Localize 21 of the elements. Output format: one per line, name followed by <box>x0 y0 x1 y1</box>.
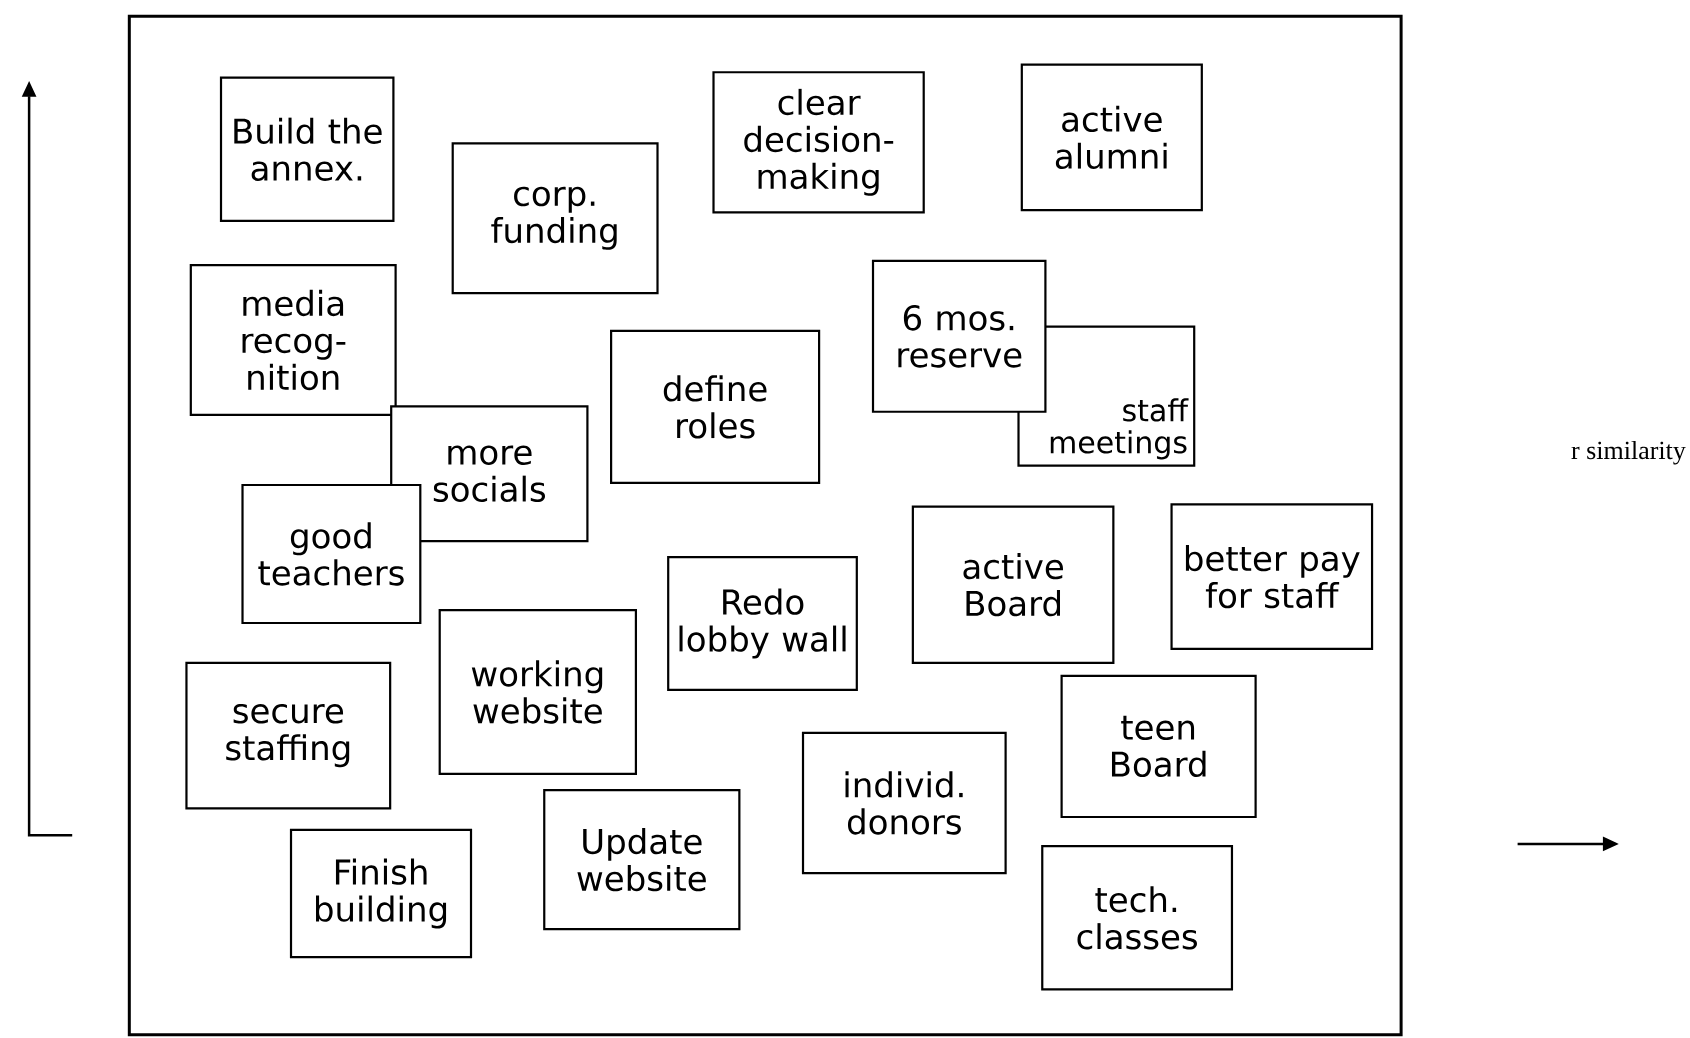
sticky-note: secure staffing <box>185 661 392 810</box>
axis-label: r similarity <box>1571 440 1686 465</box>
sticky-note: corp. funding <box>451 142 659 295</box>
sticky-note: Build the annex. <box>219 76 395 223</box>
sticky-note: Finish building <box>289 828 473 959</box>
sticky-note: individ. donors <box>801 731 1007 875</box>
sticky-note: better pay for staff <box>1170 503 1374 650</box>
sticky-note: Redo lobby wall <box>667 556 858 691</box>
sticky-note: active Board <box>911 505 1115 664</box>
sticky-note: good teachers <box>241 483 422 625</box>
sticky-note: tech. classes <box>1041 845 1234 991</box>
sticky-note: define roles <box>610 329 821 484</box>
sticky-note: active alumni <box>1020 63 1203 212</box>
sticky-note: Update website <box>543 789 741 931</box>
sticky-note: clear decision- making <box>712 71 925 214</box>
sticky-note: more socials <box>390 405 589 543</box>
sticky-note: media recog- nition <box>189 264 397 416</box>
sticky-note: 6 mos. reserve <box>871 259 1047 413</box>
sticky-note: teen Board <box>1060 674 1257 819</box>
board-frame <box>127 14 1403 1037</box>
sticky-note: working website <box>438 609 637 775</box>
